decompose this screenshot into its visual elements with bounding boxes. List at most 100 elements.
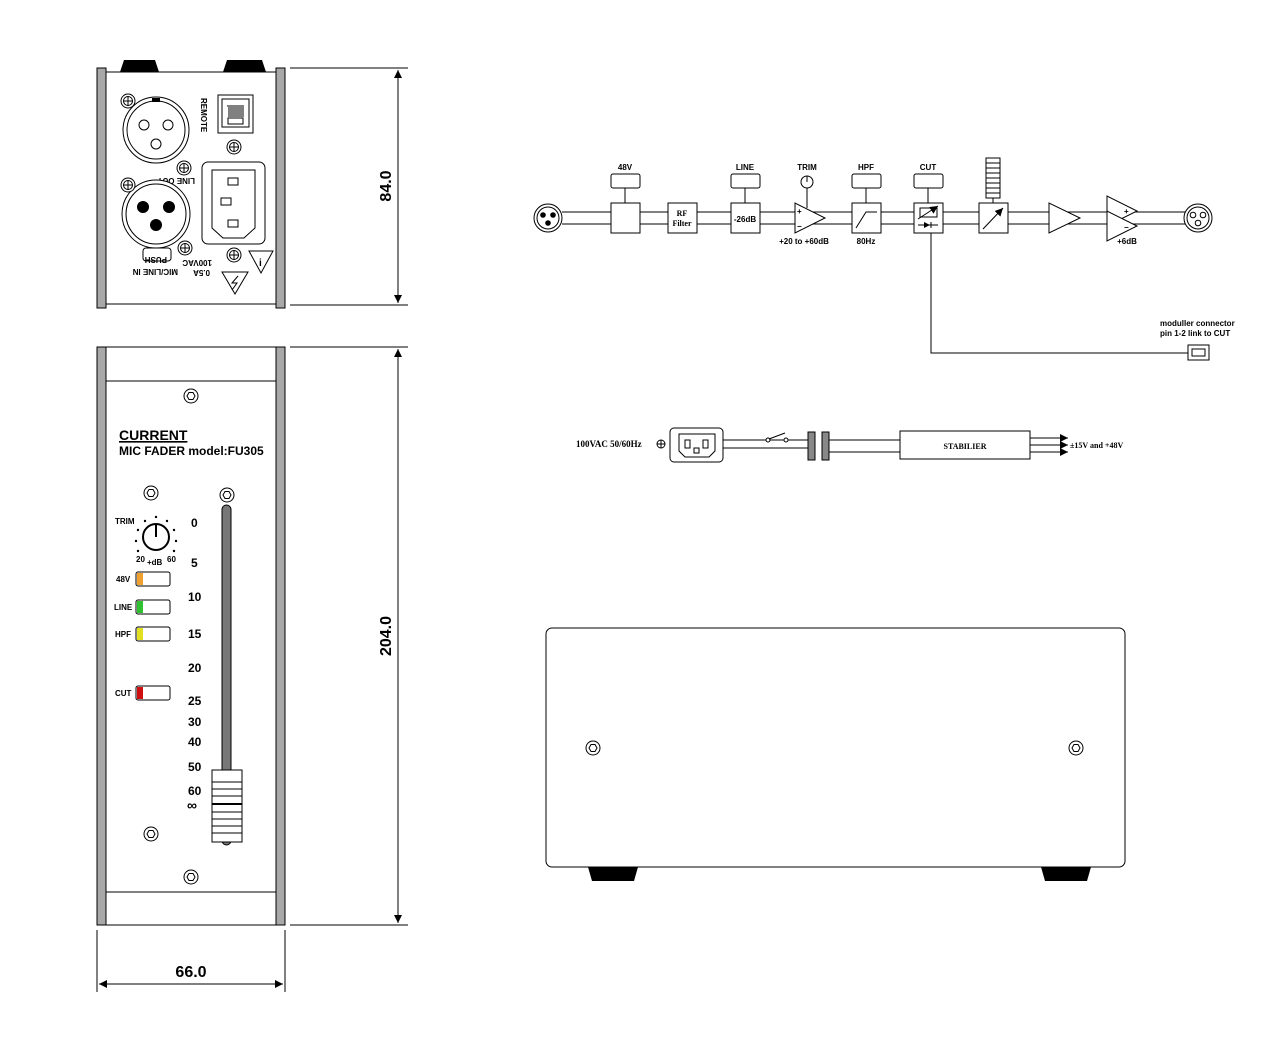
switch-label: LINE (114, 603, 133, 612)
push-release-button (142, 247, 172, 262)
fader-knob[interactable] (211, 769, 243, 843)
svg-text:+: + (1124, 207, 1129, 216)
connector-note: moduller connector (1160, 319, 1235, 328)
switch-indicator (137, 687, 143, 699)
chassis-foot (588, 867, 638, 881)
dimension-height: 204.0 (290, 346, 408, 926)
svg-text:−: − (797, 222, 802, 231)
preamp-icon (794, 202, 827, 234)
xlr-output-icon (1183, 203, 1213, 233)
line-out-label: LINE OUT (158, 176, 195, 185)
push-label: PUSH (145, 255, 167, 264)
svg-text:i: i (259, 258, 262, 269)
power-switch-icon (765, 432, 789, 443)
switch-label: HPF (115, 630, 131, 639)
rear-rail-right (275, 67, 286, 309)
scale-mark: ∞ (187, 797, 197, 813)
front-panel: CURRENT MIC FADER model:FU305 TRIM 20 +d… (96, 346, 286, 926)
line-switch (730, 173, 761, 189)
screw-icon (226, 139, 242, 155)
front-rail-left (96, 346, 107, 926)
stabilizer-label: STABILIER (944, 442, 987, 451)
scale-mark: 10 (188, 590, 202, 604)
power-input-label: 100VAC 50/60Hz (576, 439, 642, 449)
pad-label: -26dB (734, 215, 756, 224)
trim-unit-label: +dB (147, 558, 163, 567)
hpf-block (851, 202, 882, 234)
switch-indicator (137, 601, 143, 613)
svg-text:+: + (797, 207, 802, 216)
svg-text:−: − (1124, 223, 1129, 232)
label-line: LINE (736, 163, 755, 172)
shock-warning-icon (221, 271, 249, 295)
trim-label: TRIM (115, 517, 135, 526)
panel-bolt-icon (143, 826, 159, 842)
fader-slot (221, 504, 232, 846)
chassis-foot (1041, 867, 1091, 881)
stabilizer-block (899, 430, 1031, 460)
rear-foot-right (223, 60, 266, 72)
rear-rail-left (96, 67, 107, 309)
panel-bolt-icon (183, 869, 199, 885)
iec-inlet-icon (669, 427, 724, 463)
label-trim: TRIM (797, 163, 817, 172)
switch-cut[interactable]: CUT (115, 685, 171, 701)
chassis-bolt-icon (1068, 740, 1084, 756)
xlr-input-icon (533, 203, 563, 233)
screw-icon (226, 247, 242, 263)
cut-switch (913, 173, 944, 189)
switch-indicator (137, 573, 143, 585)
scale-mark: 50 (188, 760, 202, 774)
model-label: MIC FADER model:FU305 (119, 444, 264, 458)
mic-line-in-label: MIC/LINE IN (132, 267, 178, 276)
modular-connector-icon (1187, 344, 1210, 361)
power-inlet-icon (201, 161, 266, 245)
screw-icon (177, 240, 193, 256)
trim-min-label: 20 (136, 555, 145, 564)
pad-block (730, 202, 761, 234)
height-value: 204.0 (378, 616, 395, 656)
fader-scale: 0 5 10 15 20 25 30 40 50 60 ∞ (187, 516, 202, 813)
rear-panel: REMOTE LINE OUT PUSH MIC/LINE IN 100VAC … (96, 60, 286, 309)
scale-mark: 20 (188, 661, 202, 675)
remote-cut-line (930, 233, 1188, 354)
scale-mark: 15 (188, 627, 202, 641)
rf-filter-label: RF (677, 209, 688, 218)
switch-hpf[interactable]: HPF (115, 626, 171, 642)
power-diagram: 100VAC 50/60Hz STABILIER ±15V and +48V (576, 427, 1123, 463)
variable-gain-icon (982, 207, 1004, 230)
line-out-connector (122, 96, 190, 164)
switch-line[interactable]: LINE (114, 599, 171, 615)
label-48v: 48V (618, 163, 633, 172)
screw-icon (176, 160, 192, 176)
signal-block-diagram: 48V RF Filter LINE -26dB TRIM + − +20 to… (533, 157, 1235, 361)
rf-filter-label: Filter (672, 219, 692, 228)
scale-mark: 30 (188, 715, 202, 729)
panel-bolt-icon (183, 388, 199, 404)
power-output-label: ±15V and +48V (1070, 441, 1123, 450)
depth-value: 84.0 (378, 170, 395, 201)
rf-filter-block (667, 202, 698, 234)
phantom-switch (610, 173, 641, 189)
scale-mark: 5 (191, 556, 198, 570)
vca-icon (917, 205, 939, 228)
trim-max-label: 60 (167, 555, 176, 564)
trim-knob[interactable] (134, 515, 178, 553)
out-gain-label: +6dB (1117, 237, 1137, 246)
switch-48v[interactable]: 48V (116, 571, 171, 587)
scale-mark: 25 (188, 694, 202, 708)
scale-mark: 0 (191, 516, 198, 530)
remote-jack-icon (217, 94, 254, 134)
chassis-outline (545, 627, 1126, 868)
chassis-bolt-icon (585, 740, 601, 756)
voltage-label: 100VAC (182, 258, 212, 267)
rear-foot-left (120, 60, 159, 72)
dimension-width: 66.0 (96, 930, 286, 992)
info-warning-icon: i (248, 250, 274, 275)
dimension-depth: 84.0 (290, 67, 408, 306)
phantom-block (610, 202, 641, 234)
hpf-switch (851, 173, 882, 189)
switch-label: CUT (115, 689, 132, 698)
width-value: 66.0 (175, 964, 206, 981)
